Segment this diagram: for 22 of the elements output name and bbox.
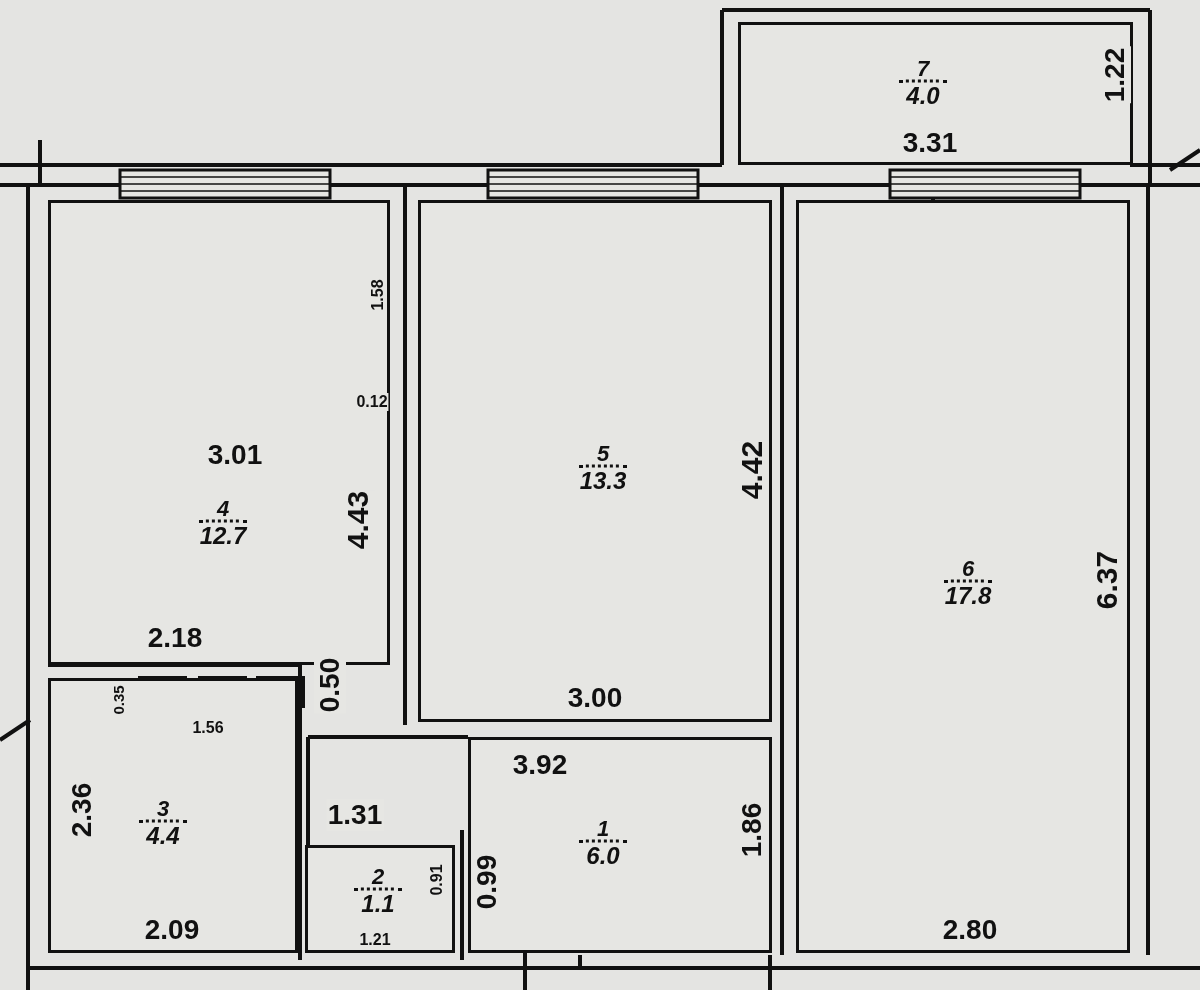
room-outline — [468, 737, 772, 953]
dimension-label: 0.50 — [314, 656, 346, 714]
room-number: 4 — [198, 497, 248, 523]
room-outline — [48, 678, 298, 953]
room-area: 4.4 — [146, 822, 180, 849]
room-area: 1.1 — [361, 890, 395, 917]
room-area: 17.8 — [944, 582, 992, 609]
room-outline — [796, 200, 1130, 953]
room-number: 3 — [138, 797, 188, 823]
room-number: 2 — [353, 865, 403, 891]
room-area: 4.0 — [906, 82, 940, 109]
room-outline — [738, 22, 1133, 165]
room-outline — [418, 200, 772, 722]
room-number: 5 — [578, 442, 628, 468]
room-number: 6 — [943, 557, 993, 583]
room-area: 6.0 — [586, 842, 620, 869]
room-area: 12.7 — [199, 522, 247, 549]
dimension-label: 0.12 — [355, 393, 389, 411]
room-number: 7 — [898, 57, 948, 83]
room-outline — [305, 845, 455, 953]
room-number: 1 — [578, 817, 628, 843]
room-area: 13.3 — [579, 467, 627, 494]
